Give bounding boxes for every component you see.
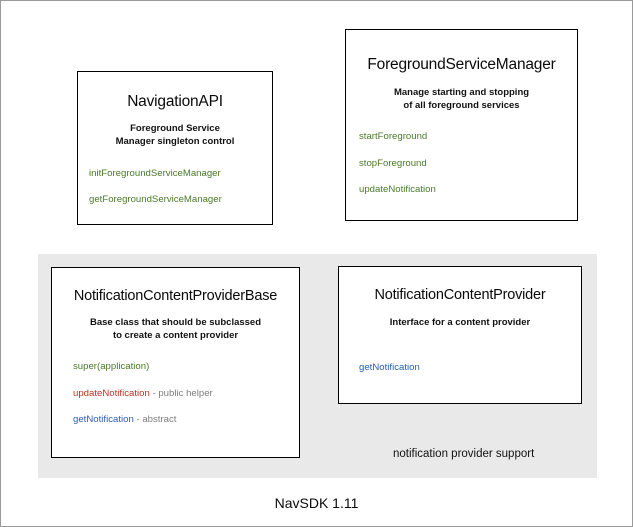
footer-caption: NavSDK 1.11 [274, 495, 359, 511]
card-notification-content-provider-methods: getNotification [339, 361, 581, 373]
card-notification-content-provider[interactable]: NotificationContentProvider Interface fo… [338, 266, 582, 404]
card-foreground-service-manager-methods: startForeground stopForeground updateNot… [346, 132, 577, 195]
card-foreground-service-manager[interactable]: ForegroundServiceManager Manage starting… [345, 29, 578, 221]
method-note: - public helper [149, 387, 213, 399]
method-item[interactable]: getNotification [359, 361, 581, 373]
method-item[interactable]: getNotification - abstract [73, 415, 299, 425]
method-note: - abstract [133, 414, 177, 426]
description-line: Manager singleton control [115, 135, 235, 147]
method-item[interactable]: getForegroundServiceManager [89, 193, 272, 205]
card-foreground-service-manager-title: ForegroundServiceManager [367, 56, 556, 73]
card-notification-content-provider-base[interactable]: NotificationContentProviderBase Base cla… [51, 267, 300, 458]
method-name: startForeground [359, 131, 428, 143]
card-foreground-service-manager-description: Manage starting and stopping of all fore… [346, 87, 577, 112]
description-line: Interface for a content provider [389, 317, 531, 328]
description-line: Foreground Service [130, 123, 220, 134]
method-name: updateNotification [359, 184, 436, 196]
card-notification-content-provider-title: NotificationContentProvider [374, 287, 546, 303]
method-item[interactable]: updateNotification [359, 185, 577, 195]
card-navigation-api[interactable]: NavigationAPI Foreground Service Manager… [77, 71, 273, 225]
card-navigation-api-title: NavigationAPI [127, 93, 223, 110]
method-name: getNotification [73, 414, 134, 426]
method-name: initForegroundServiceManager [89, 168, 221, 180]
card-navigation-api-methods: initForegroundServiceManager getForegrou… [78, 169, 272, 204]
method-name: updateNotification [73, 387, 150, 399]
description-line: of all foreground services [403, 99, 520, 111]
method-name: stopForeground [359, 157, 427, 169]
method-name: getForegroundServiceManager [89, 193, 222, 205]
method-item[interactable]: startForeground [359, 132, 577, 142]
description-line: Manage starting and stopping [393, 87, 530, 98]
description-line: to create a content provider [112, 329, 239, 341]
description-line: Base class that should be subclassed [89, 317, 262, 328]
method-item[interactable]: updateNotification - public helper [73, 387, 299, 399]
method-item[interactable]: initForegroundServiceManager [89, 169, 272, 179]
card-notification-content-provider-base-title: NotificationContentProviderBase [73, 288, 278, 304]
card-notification-content-provider-base-description: Base class that should be subclassed to … [52, 317, 299, 342]
card-navigation-api-description: Foreground Service Manager singleton con… [78, 123, 272, 148]
method-item[interactable]: super(application) [73, 362, 299, 372]
method-name: super(application) [73, 361, 150, 373]
method-item[interactable]: stopForeground [359, 157, 577, 169]
card-notification-content-provider-description: Interface for a content provider [339, 317, 581, 330]
method-name: getNotification [359, 361, 420, 373]
card-notification-content-provider-base-methods: super(application) updateNotification - … [52, 362, 299, 425]
panel-label-notification-provider-support: notification provider support [393, 448, 535, 460]
